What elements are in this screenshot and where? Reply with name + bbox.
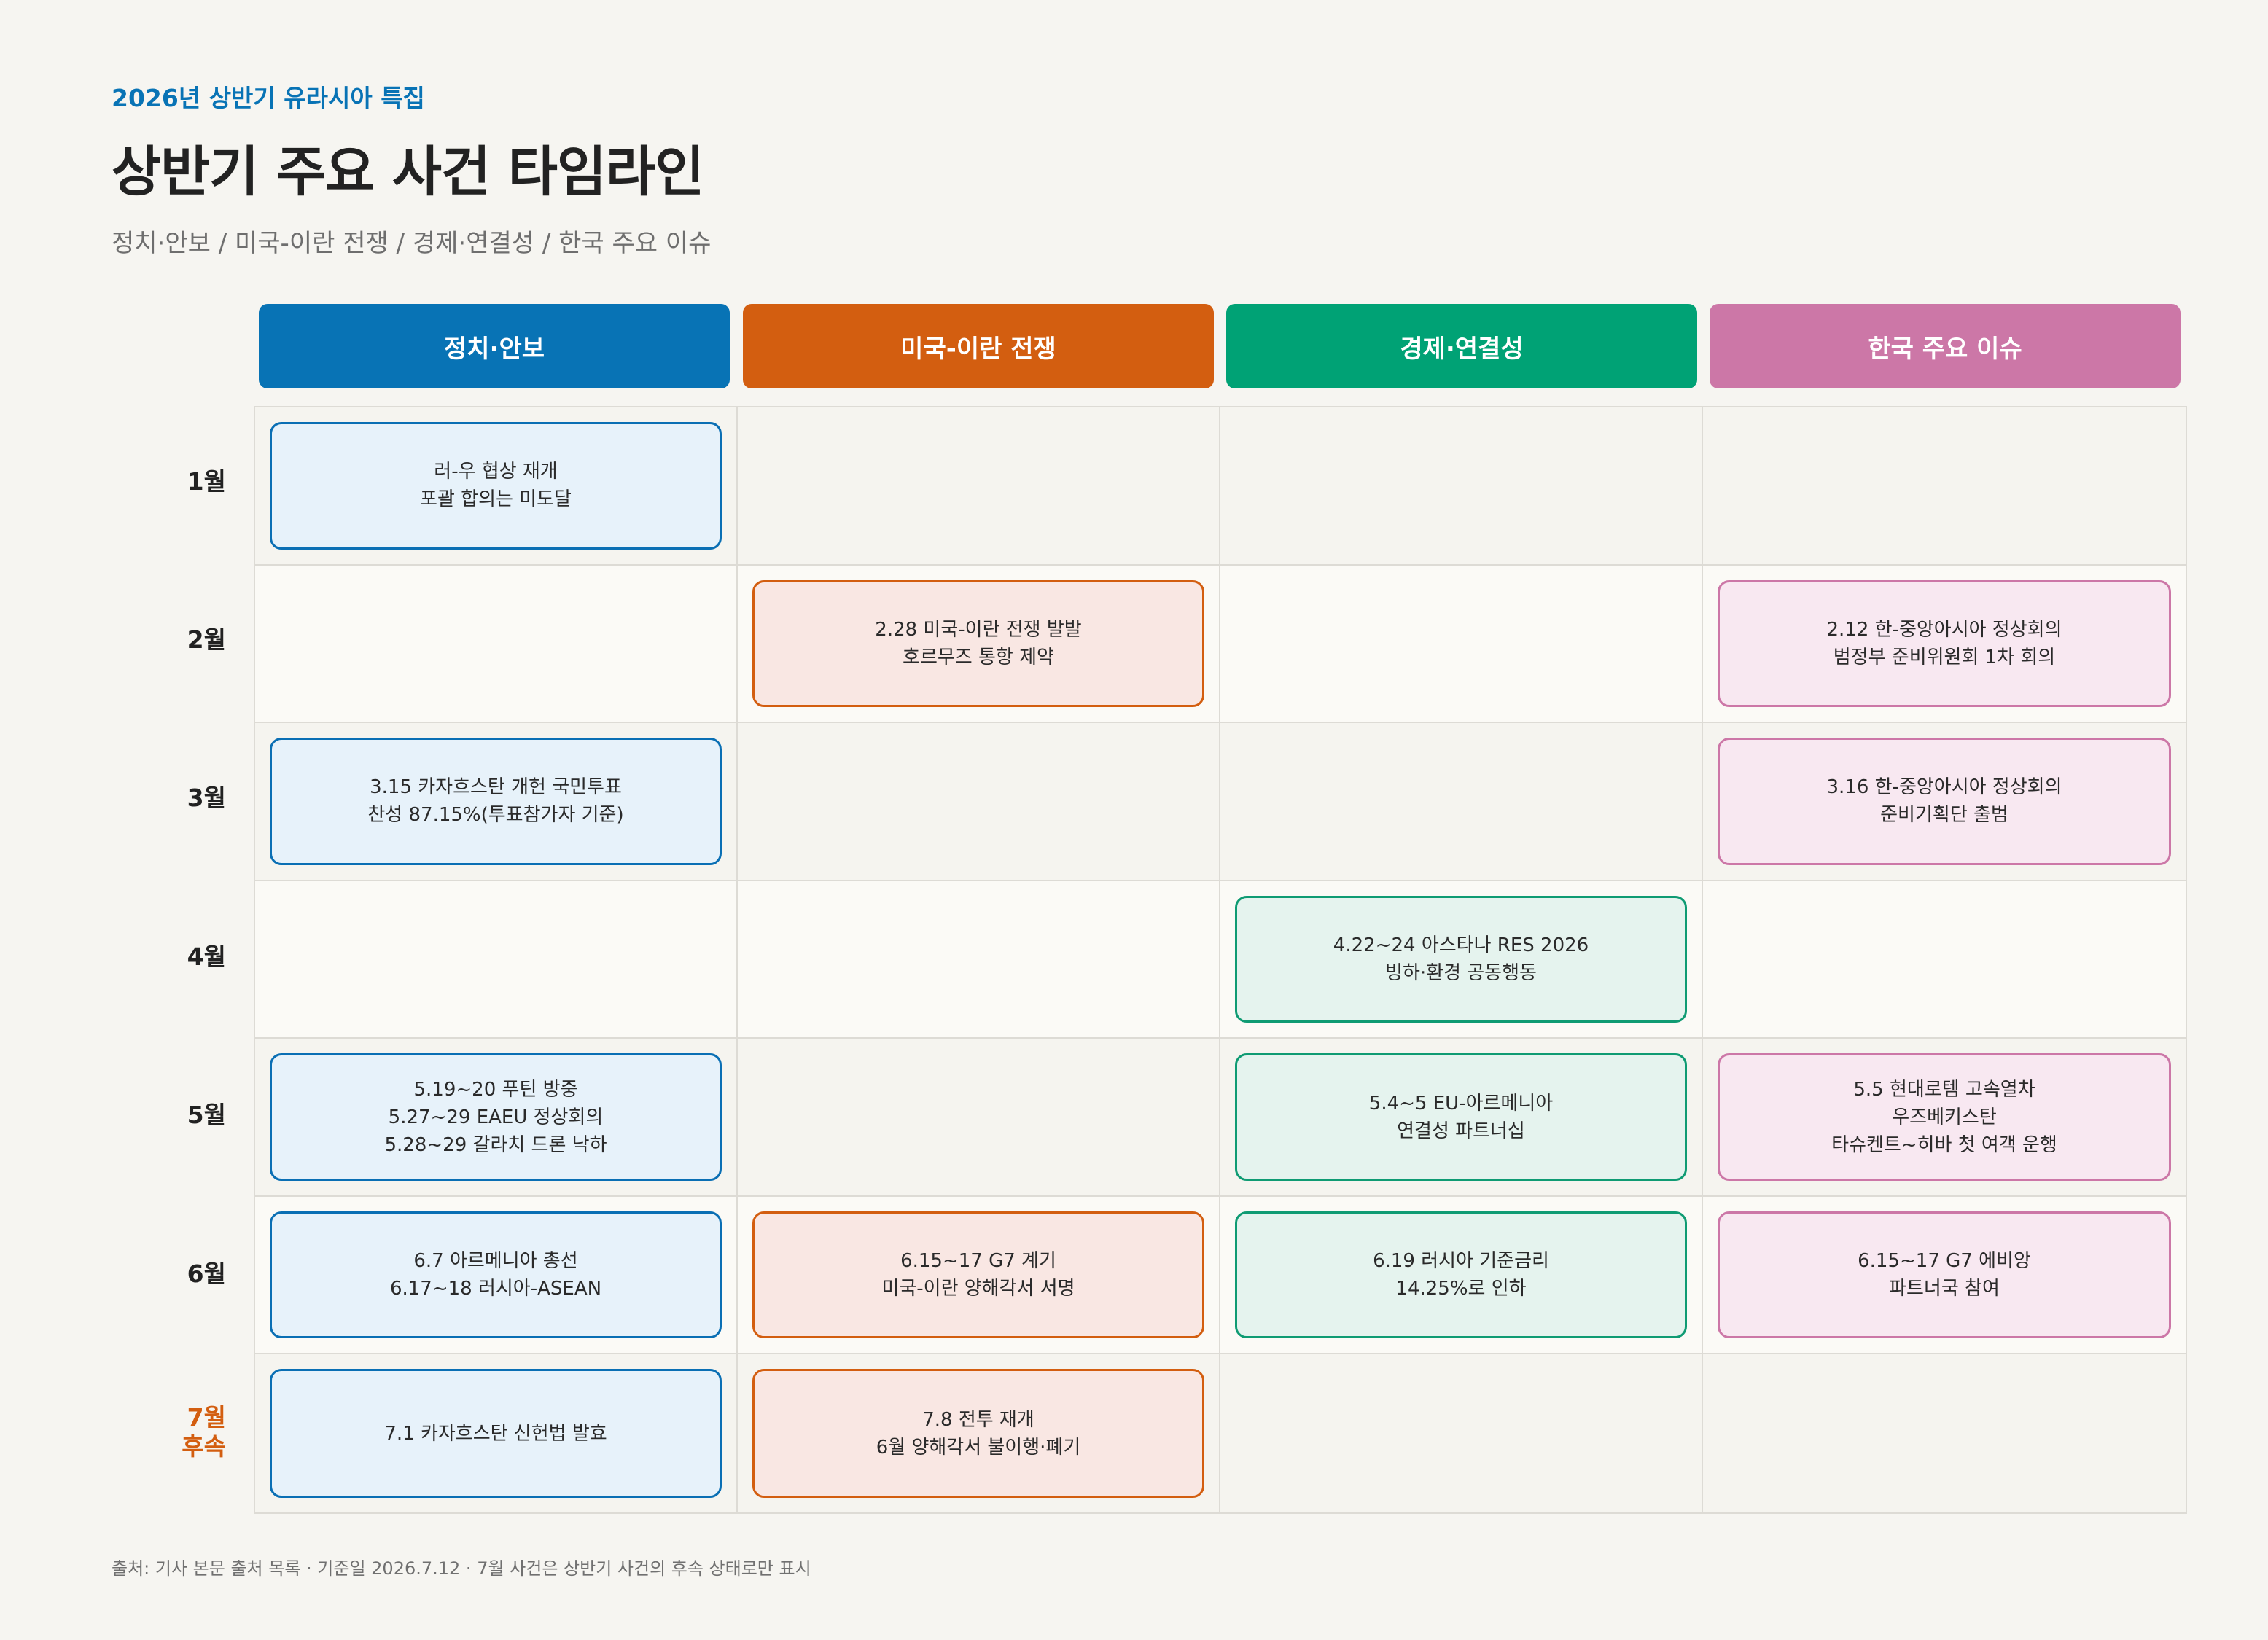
cell-7-war: 7.8 전투 재개 6월 양해각서 불이행·폐기 (738, 1354, 1220, 1512)
event-text: 3.15 카자흐스탄 개헌 국민투표 (370, 776, 622, 799)
event-text: 5.27~29 EAEU 정상회의 (388, 1106, 604, 1128)
event-text: 2.12 한-중앙아시아 정상회의 (1826, 618, 2062, 641)
event-text: 14.25%로 인하 (1395, 1278, 1527, 1300)
cell-6-korea: 6.15~17 G7 에비앙 파트너국 참여 (1703, 1196, 2186, 1355)
row-label-3: 3월 (139, 784, 226, 813)
event-text: 호르무즈 통항 제약 (903, 646, 1054, 668)
event-text: 6.17~18 러시아-ASEAN (389, 1278, 602, 1300)
event-card: 4.22~24 아스타나 RES 2026 빙하·환경 공동행동 (1235, 895, 1687, 1023)
cell-3-korea: 3.16 한-중앙아시아 정상회의 준비기획단 출범 (1703, 723, 2186, 881)
event-card: 7.8 전투 재개 6월 양해각서 불이행·폐기 (752, 1369, 1204, 1498)
event-card: 6.7 아르메니아 총선 6.17~18 러시아-ASEAN (270, 1211, 722, 1339)
row-label-text: 7월 (187, 1403, 226, 1432)
row-label-1: 1월 (139, 467, 226, 496)
event-card: 6.19 러시아 기준금리 14.25%로 인하 (1235, 1211, 1687, 1339)
cell-2-war: 2.28 미국-이란 전쟁 발발 호르무즈 통항 제약 (738, 565, 1220, 724)
cell-7-politics: 7.1 카자흐스탄 신헌법 발효 (255, 1354, 738, 1512)
event-text: 준비기획단 출범 (1880, 804, 2008, 827)
event-text: 5.5 현대로템 고속열차 (1853, 1078, 2035, 1101)
event-card: 6.15~17 G7 에비앙 파트너국 참여 (1718, 1211, 2171, 1339)
event-text: 7.1 카자흐스탄 신헌법 발효 (384, 1422, 607, 1445)
source-footnote: 출처: 기사 본문 출처 목록 · 기준일 2026.7.12 · 7월 사건은… (112, 1558, 811, 1579)
event-text: 우즈베키스탄 (1892, 1106, 1997, 1128)
subtitle: 정치·안보 / 미국-이란 전쟁 / 경제·연결성 / 한국 주요 이슈 (112, 229, 712, 258)
event-text: 6.15~17 G7 에비앙 (1858, 1250, 2031, 1273)
cell-7-korea (1703, 1354, 2186, 1512)
row-label-text: 3월 (187, 784, 226, 812)
row-label-text: 4월 (187, 942, 226, 971)
column-header-korea: 한국 주요 이슈 (1710, 304, 2181, 388)
cell-6-politics: 6.7 아르메니아 총선 6.17~18 러시아-ASEAN (255, 1196, 738, 1355)
event-text: 찬성 87.15%(투표참가자 기준) (367, 804, 624, 827)
event-card: 3.15 카자흐스탄 개헌 국민투표 찬성 87.15%(투표참가자 기준) (270, 738, 722, 865)
row-label-text: 5월 (187, 1101, 226, 1129)
event-card: 3.16 한-중앙아시아 정상회의 준비기획단 출범 (1718, 738, 2171, 865)
row-label-2: 2월 (139, 625, 226, 655)
event-text: 포괄 합의는 미도달 (420, 488, 572, 511)
cell-4-war (738, 880, 1220, 1039)
event-text: 5.28~29 갈라치 드론 낙하 (384, 1133, 607, 1156)
cell-2-korea: 2.12 한-중앙아시아 정상회의 범정부 준비위원회 1차 회의 (1703, 565, 2186, 724)
event-card: 5.4~5 EU-아르메니아 연결성 파트너십 (1235, 1053, 1687, 1181)
event-card: 7.1 카자흐스탄 신헌법 발효 (270, 1369, 722, 1498)
row-label-text: 2월 (187, 625, 226, 654)
event-text: 미국-이란 양해각서 서명 (881, 1278, 1075, 1300)
cell-2-economy (1220, 565, 1703, 724)
event-text: 타슈켄트~히바 첫 여객 운행 (1831, 1133, 2057, 1156)
cell-1-war (738, 407, 1220, 566)
cell-3-war (738, 723, 1220, 881)
row-label-text: 1월 (187, 467, 226, 496)
kicker: 2026년 상반기 유라시아 특집 (112, 84, 425, 112)
cell-1-korea (1703, 407, 2186, 566)
row-label-5: 5월 (139, 1101, 226, 1130)
event-text: 파트너국 참여 (1889, 1278, 2000, 1300)
cell-4-economy: 4.22~24 아스타나 RES 2026 빙하·환경 공동행동 (1220, 880, 1703, 1039)
event-text: 6.19 러시아 기준금리 (1373, 1250, 1549, 1273)
cell-5-economy: 5.4~5 EU-아르메니아 연결성 파트너십 (1220, 1039, 1703, 1197)
event-card: 6.15~17 G7 계기 미국-이란 양해각서 서명 (752, 1211, 1204, 1339)
page-title: 상반기 주요 사건 타임라인 (112, 141, 704, 203)
event-text: 5.19~20 푸틴 방중 (413, 1078, 578, 1101)
event-text: 7.8 전투 재개 (922, 1408, 1034, 1431)
row-label-4: 4월 (139, 942, 226, 972)
cell-5-korea: 5.5 현대로템 고속열차 우즈베키스탄 타슈켄트~히바 첫 여객 운행 (1703, 1039, 2186, 1197)
event-card: 2.28 미국-이란 전쟁 발발 호르무즈 통항 제약 (752, 579, 1204, 708)
event-text: 2.28 미국-이란 전쟁 발발 (875, 618, 1082, 641)
cell-5-war (738, 1039, 1220, 1197)
event-text: 6월 양해각서 불이행·폐기 (876, 1436, 1081, 1459)
event-text: 빙하·환경 공동행동 (1385, 961, 1537, 984)
cell-6-war: 6.15~17 G7 계기 미국-이란 양해각서 서명 (738, 1196, 1220, 1355)
row-label-6: 6월 (139, 1260, 226, 1289)
cell-4-korea (1703, 880, 2186, 1039)
cell-4-politics (255, 880, 738, 1039)
event-text: 범정부 준비위원회 1차 회의 (1833, 646, 2056, 668)
event-text: 6.15~17 G7 계기 (900, 1250, 1056, 1273)
cell-2-politics (255, 565, 738, 724)
event-text: 5.4~5 EU-아르메니아 (1368, 1092, 1554, 1114)
event-card: 5.5 현대로템 고속열차 우즈베키스탄 타슈켄트~히바 첫 여객 운행 (1718, 1053, 2171, 1181)
cell-3-economy (1220, 723, 1703, 881)
cell-7-economy (1220, 1354, 1703, 1512)
cell-6-economy: 6.19 러시아 기준금리 14.25%로 인하 (1220, 1196, 1703, 1355)
column-header-politics: 정치·안보 (259, 304, 730, 388)
row-label-7: 7월 후속 (139, 1403, 226, 1461)
event-text: 3.16 한-중앙아시아 정상회의 (1826, 776, 2062, 799)
event-card: 러-우 협상 재개 포괄 합의는 미도달 (270, 422, 722, 550)
cell-5-politics: 5.19~20 푸틴 방중 5.27~29 EAEU 정상회의 5.28~29 … (255, 1039, 738, 1197)
event-card: 5.19~20 푸틴 방중 5.27~29 EAEU 정상회의 5.28~29 … (270, 1053, 722, 1181)
column-header-economy: 경제·연결성 (1226, 304, 1697, 388)
row-label-text: 6월 (187, 1260, 226, 1288)
event-text: 러-우 협상 재개 (434, 461, 558, 483)
cell-3-politics: 3.15 카자흐스탄 개헌 국민투표 찬성 87.15%(투표참가자 기준) (255, 723, 738, 881)
row-label-text: 후속 (182, 1432, 226, 1461)
event-text: 연결성 파트너십 (1397, 1120, 1525, 1142)
timeline-grid: 러-우 협상 재개 포괄 합의는 미도달 2.28 미국-이란 전쟁 발발 호르… (254, 406, 2187, 1514)
event-text: 6.7 아르메니아 총선 (413, 1250, 578, 1273)
cell-1-economy (1220, 407, 1703, 566)
event-text: 4.22~24 아스타나 RES 2026 (1333, 934, 1589, 956)
cell-1-politics: 러-우 협상 재개 포괄 합의는 미도달 (255, 407, 738, 566)
column-header-war: 미국-이란 전쟁 (743, 304, 1214, 388)
event-card: 2.12 한-중앙아시아 정상회의 범정부 준비위원회 1차 회의 (1718, 579, 2171, 708)
